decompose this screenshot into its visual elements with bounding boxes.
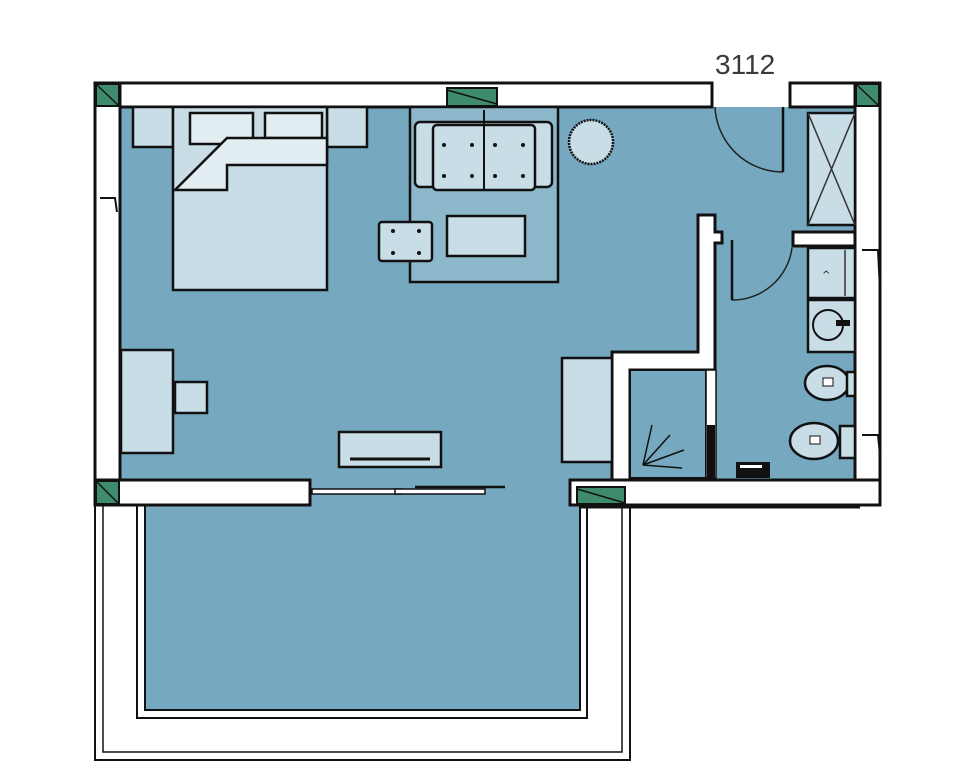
sofa bbox=[413, 110, 554, 192]
bathroom-door[interactable] bbox=[730, 240, 793, 301]
sideboard bbox=[560, 356, 614, 464]
chair bbox=[173, 380, 209, 415]
tv-unit bbox=[337, 430, 443, 469]
nightstand bbox=[131, 105, 175, 149]
pillow bbox=[263, 111, 324, 140]
window-swing-mark bbox=[862, 249, 881, 291]
balcony bbox=[94, 504, 631, 761]
desk bbox=[119, 348, 175, 455]
utility-closet bbox=[629, 369, 717, 479]
coffee-table bbox=[445, 214, 527, 258]
balcony-floor bbox=[144, 504, 581, 711]
sink bbox=[806, 298, 857, 354]
window-swing-mark bbox=[862, 434, 881, 456]
washing-machine: ^ bbox=[806, 246, 857, 300]
window-swing-mark bbox=[100, 197, 118, 213]
bidet bbox=[803, 364, 857, 402]
radiator bbox=[736, 462, 770, 478]
unit-number-label: 3112 bbox=[715, 49, 775, 80]
svg-text:^: ^ bbox=[822, 270, 830, 281]
nightstand bbox=[325, 105, 369, 149]
toilet bbox=[788, 421, 857, 461]
ottoman bbox=[377, 220, 434, 263]
entry-door[interactable] bbox=[714, 106, 785, 173]
shower bbox=[806, 111, 857, 227]
round-table bbox=[567, 118, 615, 166]
sliding-door[interactable] bbox=[311, 485, 505, 495]
